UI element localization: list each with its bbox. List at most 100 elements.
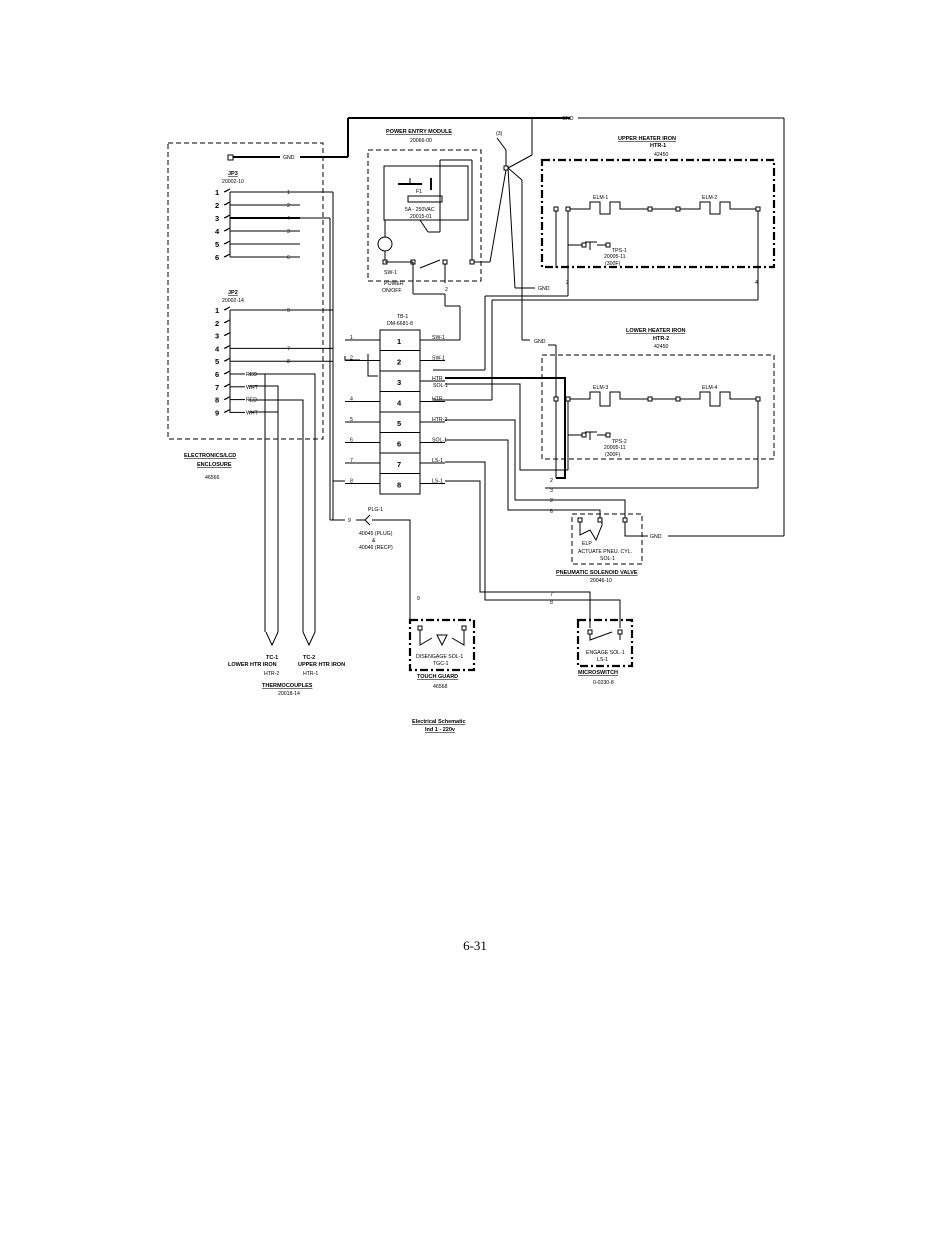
touch-guard-title: TOUCH GUARD xyxy=(417,674,458,680)
svg-text:TC-2: TC-2 xyxy=(303,655,315,661)
touch-guard-part: 46568 xyxy=(433,684,448,690)
jp3-pin: 2 xyxy=(215,201,219,210)
jp3-pin: 3 xyxy=(215,214,219,223)
jp2-pin: 1 xyxy=(215,306,219,315)
jp3-wire-label: 6 xyxy=(287,255,290,261)
enclosure-gnd-label: GND xyxy=(283,155,295,161)
svg-text:40045 (PLUG): 40045 (PLUG) xyxy=(359,531,393,537)
microswitch-icon xyxy=(589,631,621,641)
terminal-number: 2 xyxy=(397,358,401,367)
svg-text:ELP: ELP xyxy=(582,541,592,547)
connector-pin-icon xyxy=(223,227,231,232)
svg-text:UPPER HTR IRON: UPPER HTR IRON xyxy=(298,662,345,668)
svg-text:8: 8 xyxy=(550,600,553,606)
solenoid-id: SOL-1 xyxy=(600,556,615,562)
terminal-left-wire: 5 xyxy=(350,417,353,423)
jp2-pin: 3 xyxy=(215,332,219,341)
solenoid-coil-icon xyxy=(579,522,603,542)
upper-heater-title: UPPER HEATER IRON xyxy=(618,136,676,142)
svg-text:DISENGAGE SOL-1: DISENGAGE SOL-1 xyxy=(416,654,463,660)
svg-text:9: 9 xyxy=(348,518,351,524)
jp2-pin: 2 xyxy=(215,319,219,328)
connector-pin-icon xyxy=(223,332,231,337)
thermocouple-icon xyxy=(265,631,316,647)
terminal-left-wire: 7 xyxy=(350,458,353,464)
svg-text:ELM-2: ELM-2 xyxy=(702,195,717,201)
jp2-pin: 4 xyxy=(215,344,220,353)
jp2-pin: 9 xyxy=(215,408,219,417)
lower-heater-part: 42450 xyxy=(654,344,669,350)
svg-text:20005-11: 20005-11 xyxy=(604,445,626,451)
svg-text:(300F): (300F) xyxy=(605,452,621,458)
connector-pin-icon xyxy=(223,306,231,311)
svg-text:SW-1: SW-1 xyxy=(384,270,397,276)
jp2-wire-label: RED xyxy=(246,398,257,404)
svg-text:ELM-4: ELM-4 xyxy=(702,385,717,391)
thermocouples-title: THERMOCOUPLES xyxy=(262,683,313,689)
touch-guard-outline xyxy=(408,618,476,672)
solenoid-valve-outline xyxy=(571,513,643,565)
enclosure-part: 46566 xyxy=(205,475,220,481)
terminal-left-wire: 6 xyxy=(350,438,353,444)
connector-pin-icon xyxy=(223,214,231,219)
microswitch-part: 0-0230-8 xyxy=(593,680,614,686)
terminal-right-label: SOL-1 xyxy=(432,438,447,444)
svg-text:TPS-2: TPS-2 xyxy=(612,439,627,445)
touch-guard-icon xyxy=(419,630,465,647)
terminal-number: 1 xyxy=(397,337,401,346)
svg-text:HTR-2: HTR-2 xyxy=(264,671,279,677)
jp2-wire-label: WHT xyxy=(246,385,259,391)
connector-pin-icon xyxy=(223,253,231,258)
terminal-number: 4 xyxy=(397,399,402,408)
svg-text:ELM-1: ELM-1 xyxy=(593,195,608,201)
tb1-part: DM-6681-8 xyxy=(387,321,413,327)
lower-heater-elements xyxy=(553,391,761,488)
svg-text:ON/OFF: ON/OFF xyxy=(382,288,402,294)
fuse-rating: 5A - 250VAC xyxy=(405,207,435,213)
upper-heater-elements xyxy=(553,201,761,268)
jp3-part: 20002-10 xyxy=(222,179,244,185)
svg-text:F1: F1 xyxy=(416,189,422,195)
svg-text:ELM-3: ELM-3 xyxy=(593,385,608,391)
plug-icon xyxy=(356,514,411,620)
jp2-pin: 6 xyxy=(215,370,219,379)
solenoid-title: PNEUMATIC SOLENOID VALVE xyxy=(556,570,638,576)
jp2-label: JP2 xyxy=(228,290,238,296)
svg-text:9: 9 xyxy=(417,596,420,602)
lower-heater-gnd: GND xyxy=(534,339,546,345)
upper-heater-gnd: GND xyxy=(538,286,550,292)
jp3-pin: 1 xyxy=(215,188,219,197)
solenoid-gnd: GND xyxy=(650,534,662,540)
upper-heater-outline xyxy=(540,158,776,269)
jp3-wire-label: 1 xyxy=(287,190,290,196)
svg-text:20005-11: 20005-11 xyxy=(604,254,626,260)
tb1-label: TB-1 xyxy=(397,314,408,320)
connector-pin-icon xyxy=(223,344,231,349)
terminal-number: 5 xyxy=(397,419,401,428)
terminal-right-label: SW-1 xyxy=(432,335,445,341)
diagram-title: Electrical Schematic xyxy=(412,719,466,725)
svg-text:2: 2 xyxy=(550,498,553,504)
terminal-number: 7 xyxy=(397,460,401,469)
lower-heater-outline xyxy=(541,354,775,460)
connector-pin-icon xyxy=(223,383,231,388)
thermocouples-part: 20018-14 xyxy=(278,691,300,697)
svg-text:ENGAGE SOL-1: ENGAGE SOL-1 xyxy=(586,650,625,656)
svg-text:LS-1: LS-1 xyxy=(597,657,608,663)
svg-text:TPS-1: TPS-1 xyxy=(612,248,627,254)
connector-pin-icon xyxy=(223,240,231,245)
jp3-pin: 4 xyxy=(215,227,220,236)
connector-pin-icon xyxy=(223,396,231,401)
ground-icon xyxy=(496,137,507,151)
terminal-left-wire: 2 xyxy=(350,356,353,362)
terminal-right-label: LS-1 xyxy=(432,458,443,464)
jp3-wire-label: 2 xyxy=(287,203,290,209)
power-entry-title: POWER ENTRY MODULE xyxy=(386,129,452,135)
svg-text:3: 3 xyxy=(550,488,553,494)
jp3-label: JP3 xyxy=(228,171,238,177)
power-entry-part: 20066-00 xyxy=(410,138,432,144)
terminal-right-label: HTR-2 xyxy=(432,417,447,423)
